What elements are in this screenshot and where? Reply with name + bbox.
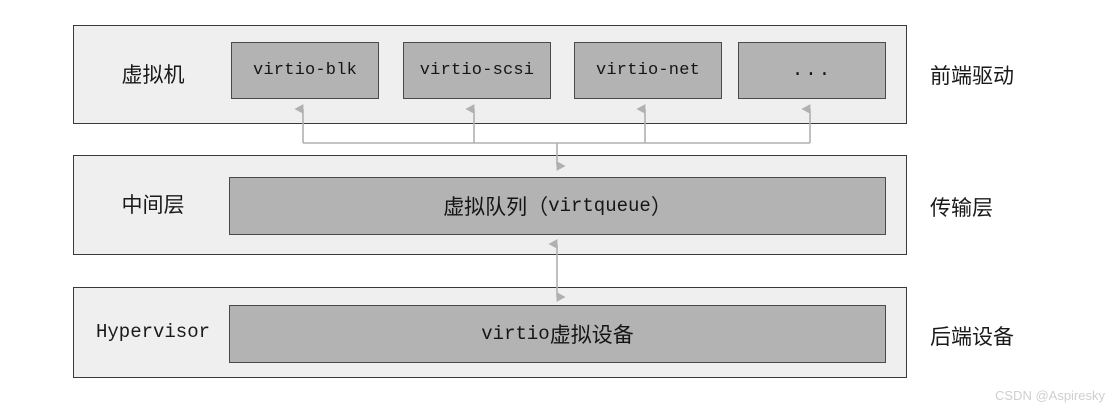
device-box-virtio-scsi[interactable]: virtio-scsi — [403, 42, 551, 99]
stage-label-frontend-driver: 前端驱动 — [930, 64, 1014, 88]
device-box-virtio-scsi-label: virtio-scsi — [419, 61, 535, 80]
device-box-more[interactable]: ... — [738, 42, 886, 99]
device-box-virtio-blk[interactable]: virtio-blk — [231, 42, 379, 99]
layer-panel-virtual-machine: 虚拟机 virtio-blk virtio-scsi virtio-net ..… — [73, 25, 907, 124]
layer-panel-middle: 中间层 虚拟队列（virtqueue） — [73, 155, 907, 255]
device-box-virtqueue[interactable]: 虚拟队列（virtqueue） — [229, 177, 886, 235]
layer-label-virtual-machine: 虚拟机 — [121, 62, 185, 87]
device-box-virtio-blk-label: virtio-blk — [252, 61, 358, 80]
stage-label-transport-layer: 传输层 — [930, 196, 993, 220]
device-box-more-label: ... — [791, 58, 833, 81]
device-box-virtio-net[interactable]: virtio-net — [574, 42, 722, 99]
virtqueue-text-mono: virtqueue — [548, 195, 651, 217]
virtio-device-text-suffix: 虚拟设备 — [549, 323, 634, 347]
stage-label-backend-device: 后端设备 — [930, 325, 1014, 349]
layer-label-hypervisor: Hypervisor — [95, 320, 211, 343]
device-box-virtio-net-label: virtio-net — [595, 61, 701, 80]
virtqueue-text-suffix: ） — [650, 195, 672, 219]
virtio-device-text-mono: virtio — [481, 323, 550, 345]
virtqueue-text-prefix: 虚拟队列（ — [443, 195, 549, 219]
watermark: CSDN @Aspiresky — [995, 388, 1105, 403]
layer-label-middle: 中间层 — [121, 192, 185, 217]
